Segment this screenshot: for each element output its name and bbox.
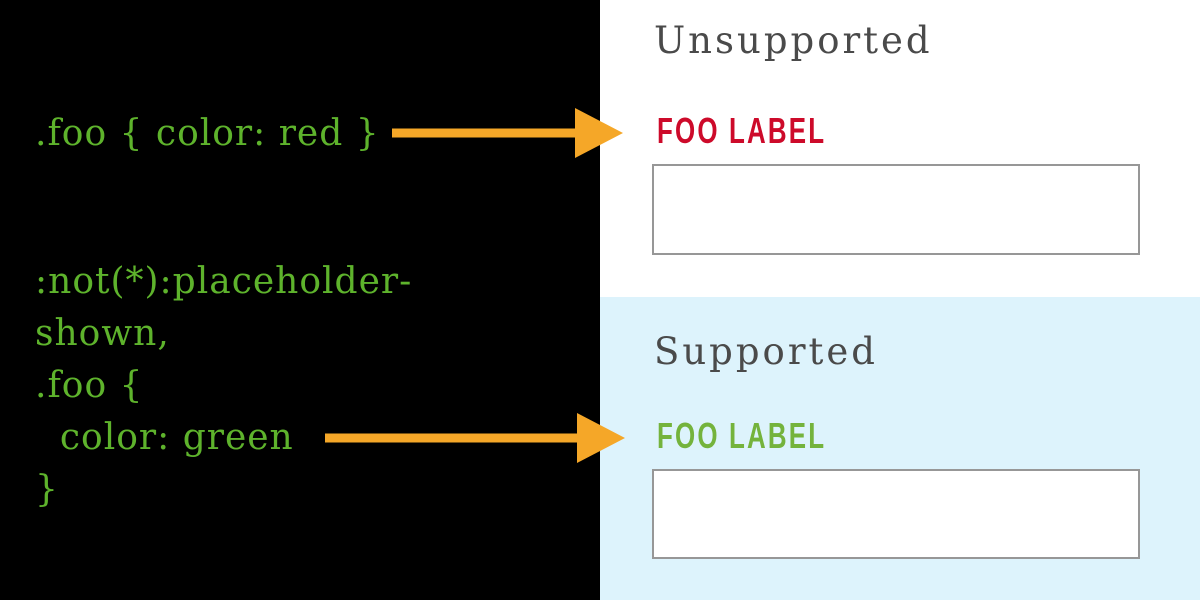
foo-label-supported: FOO LABEL <box>657 415 827 456</box>
code-line: } <box>35 469 59 510</box>
code-snippet-supported: :not(*):placeholder- shown, .foo { color… <box>35 256 412 516</box>
code-snippet-unsupported: .foo { color: red } <box>35 108 380 160</box>
arrow-right-icon <box>392 108 623 158</box>
code-line: .foo { <box>35 365 144 406</box>
unsupported-panel-title: Unsupported <box>654 19 933 62</box>
code-line: :not(*):placeholder- <box>35 261 413 302</box>
supported-panel: Supported FOO LABEL <box>600 297 1200 600</box>
code-line: shown, <box>35 313 170 354</box>
foo-input-supported[interactable] <box>652 469 1140 559</box>
code-panel: .foo { color: red } :not(*):placeholder-… <box>0 0 600 600</box>
foo-input-unsupported[interactable] <box>652 164 1140 255</box>
code-line: color: green <box>35 417 294 458</box>
unsupported-panel: Unsupported FOO LABEL <box>600 0 1200 297</box>
supported-panel-title: Supported <box>654 330 878 373</box>
code-line: .foo { color: red } <box>35 113 380 154</box>
arrow-right-icon <box>325 413 625 463</box>
foo-label-unsupported: FOO LABEL <box>657 110 827 151</box>
